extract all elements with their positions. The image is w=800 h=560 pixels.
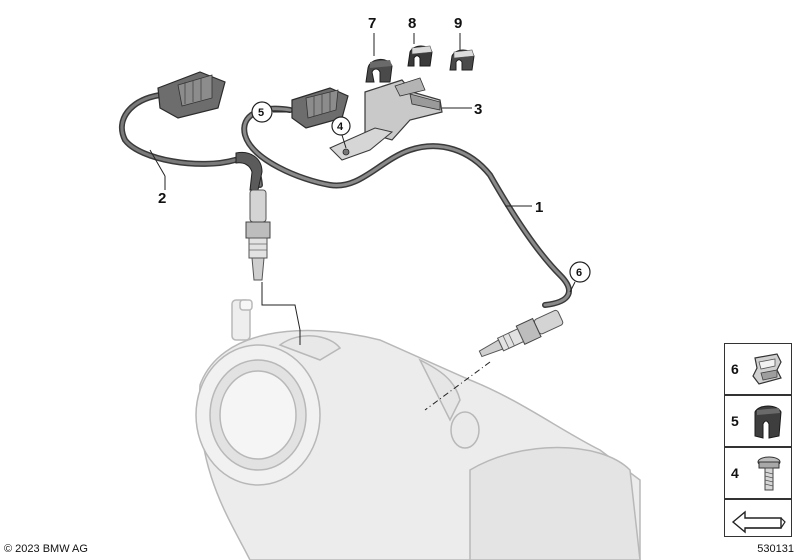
legend-item-6: 6	[724, 343, 792, 395]
clip-icon	[747, 348, 787, 397]
svg-text:4: 4	[337, 121, 344, 133]
callout-7: 7	[368, 15, 376, 32]
leader-lines	[149, 33, 576, 293]
callout-6-circle: 6	[569, 261, 591, 283]
callout-3: 3	[474, 101, 482, 118]
legend-number: 6	[731, 361, 739, 377]
callout-2: 2	[158, 190, 166, 207]
sensor-body-2	[245, 189, 271, 281]
legend-number: 4	[731, 465, 739, 481]
callout-9: 9	[454, 15, 462, 32]
legend-item-4: 4	[724, 447, 792, 499]
clip-9	[449, 49, 475, 71]
oxygen-sensor-2	[118, 71, 301, 345]
sensor-body-1	[478, 309, 564, 358]
svg-text:6: 6	[576, 267, 582, 279]
catalytic-converter	[195, 299, 641, 560]
copyright-text: © 2023 BMW AG	[4, 543, 88, 555]
clip-8	[407, 45, 433, 67]
bracket-3	[329, 77, 443, 161]
connector-2	[157, 71, 226, 119]
arrow-icon	[731, 504, 787, 539]
callout-8: 8	[408, 15, 416, 32]
grommet-icon	[747, 400, 787, 449]
oxygen-sensor-1	[241, 87, 572, 411]
diagram-reference-number: 530131	[757, 543, 794, 555]
clip-7	[365, 59, 393, 83]
callout-5-circle: 5	[251, 101, 273, 123]
legend-number: 5	[731, 413, 739, 429]
legend-item-5: 5	[724, 395, 792, 447]
screw-icon	[747, 452, 787, 501]
callout-1: 1	[535, 199, 543, 216]
svg-text:5: 5	[258, 107, 264, 119]
callout-4-circle: 4	[331, 116, 351, 136]
legend-item-arrow	[724, 499, 792, 537]
